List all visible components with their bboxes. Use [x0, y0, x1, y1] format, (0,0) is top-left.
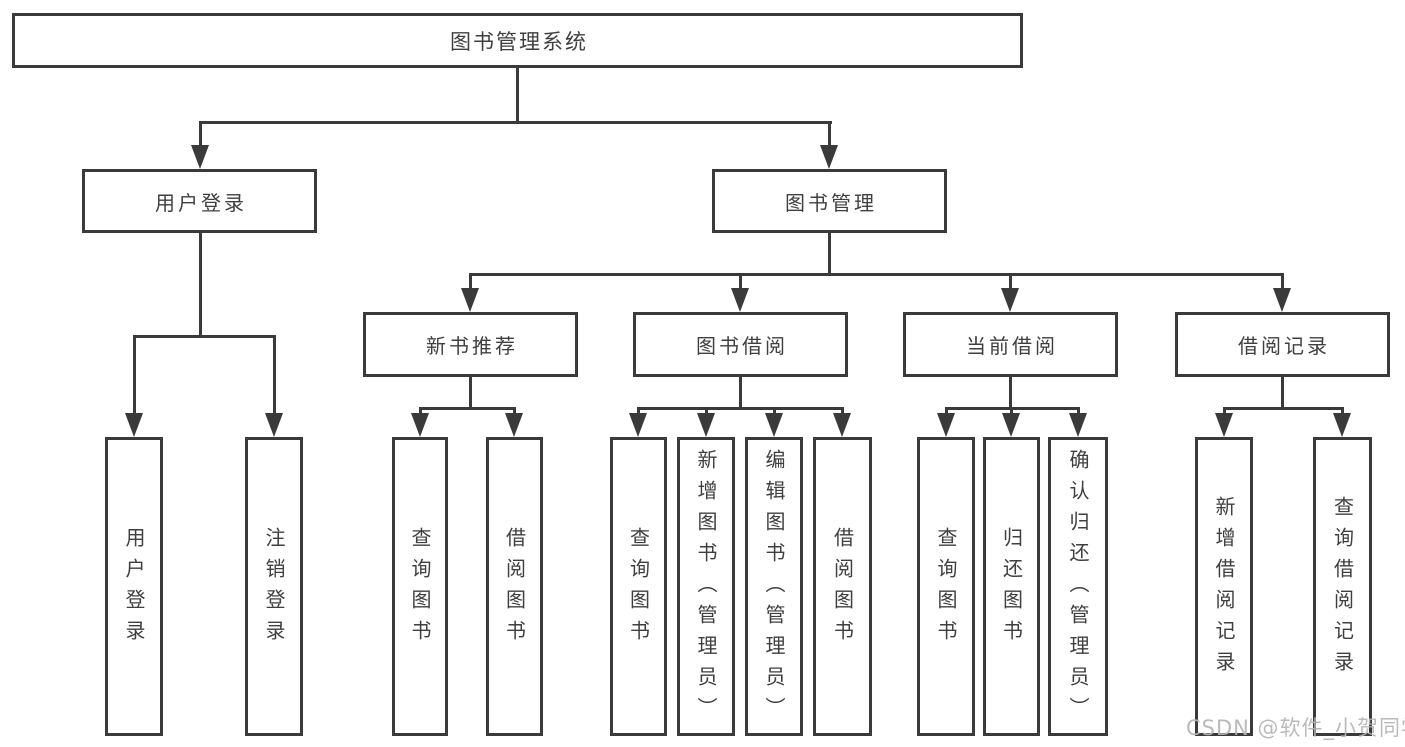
box-leaf-query-books-3: 查询图书	[917, 437, 975, 736]
box-leaf-add-books-admin: 新增图书（管理员）	[677, 437, 735, 736]
connector-line	[738, 273, 742, 292]
box-library-management-system: 图书管理系统	[12, 13, 1023, 68]
connector-line	[1223, 407, 1343, 410]
arrow-down-icon	[1069, 413, 1087, 437]
connector-line	[637, 407, 844, 410]
connector-line	[272, 335, 276, 417]
arrow-down-icon	[191, 145, 209, 169]
arrow-down-icon	[125, 413, 143, 437]
csdn-watermark: CSDN @软件_小贺同学	[1186, 716, 1405, 740]
connector-line	[198, 121, 202, 149]
box-leaf-return-books: 归还图书	[983, 437, 1040, 736]
connector-line	[132, 335, 136, 417]
connector-line	[827, 121, 831, 149]
connector-line	[1340, 407, 1344, 417]
connector-line	[636, 407, 640, 417]
connector-line	[828, 231, 831, 276]
arrow-down-icon	[820, 145, 838, 169]
connector-line	[1009, 375, 1012, 410]
box-leaf-borrow-books-2: 借阅图书	[813, 437, 872, 736]
box-leaf-add-borrow-record: 新增借阅记录	[1195, 437, 1253, 736]
box-borrow-records: 借阅记录	[1175, 312, 1390, 377]
arrow-down-icon	[1002, 413, 1020, 437]
connector-line	[512, 407, 516, 417]
connector-line	[419, 407, 516, 410]
box-new-book-recommend: 新书推荐	[363, 312, 578, 377]
arrow-down-icon	[411, 413, 429, 437]
box-leaf-edit-books-admin: 编辑图书（管理员）	[745, 437, 803, 736]
box-leaf-user-login: 用户登录	[105, 437, 163, 736]
box-leaf-query-books-2: 查询图书	[610, 437, 667, 736]
arrow-down-icon	[765, 413, 783, 437]
connector-line	[1222, 407, 1226, 417]
connector-line	[468, 273, 472, 292]
box-book-management: 图书管理	[712, 169, 947, 233]
box-leaf-confirm-return-admin: 确认归还（管理员）	[1048, 437, 1108, 736]
connector-line	[469, 273, 1284, 276]
connector-line	[704, 407, 708, 417]
connector-line	[1281, 375, 1284, 410]
box-user-login: 用户登录	[82, 169, 317, 233]
arrow-down-icon	[461, 288, 479, 312]
connector-line	[1076, 407, 1080, 417]
connector-line	[840, 407, 844, 417]
arrow-down-icon	[1333, 413, 1351, 437]
arrow-down-icon	[1215, 413, 1233, 437]
arrow-down-icon	[1001, 288, 1019, 312]
connector-line	[418, 407, 422, 417]
arrow-down-icon	[833, 413, 851, 437]
box-current-borrowing: 当前借阅	[903, 312, 1118, 377]
arrow-down-icon	[697, 413, 715, 437]
arrow-down-icon	[1273, 288, 1291, 312]
arrow-down-icon	[265, 413, 283, 437]
arrow-down-icon	[731, 288, 749, 312]
box-book-borrowing: 图书借阅	[633, 312, 848, 377]
arrow-down-icon	[937, 413, 955, 437]
connector-line	[1280, 273, 1284, 292]
connector-line	[739, 375, 742, 410]
connector-line	[199, 231, 202, 338]
connector-line	[772, 407, 776, 417]
connector-line	[469, 375, 472, 410]
connector-line	[1008, 273, 1012, 292]
connector-line	[199, 121, 832, 124]
box-leaf-query-books-1: 查询图书	[392, 437, 448, 736]
arrow-down-icon	[505, 413, 523, 437]
box-leaf-logout: 注销登录	[245, 437, 303, 736]
connector-line	[944, 407, 948, 417]
connector-line	[1009, 407, 1013, 417]
connector-line	[516, 66, 519, 124]
box-leaf-borrow-books-1: 借阅图书	[486, 437, 543, 736]
box-leaf-query-borrow-record: 查询借阅记录	[1313, 437, 1372, 736]
arrow-down-icon	[629, 413, 647, 437]
connector-line	[133, 335, 276, 338]
